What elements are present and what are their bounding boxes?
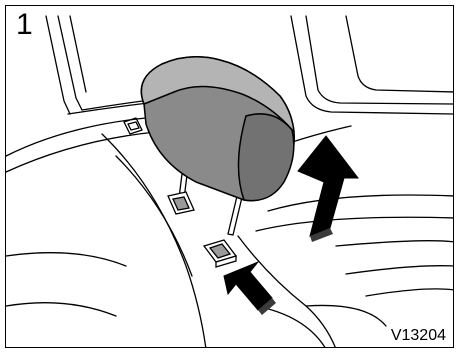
headrest-removal-illustration	[6, 6, 454, 348]
figure-code: V13204	[388, 327, 447, 345]
headrest	[141, 57, 294, 201]
stay-guide-left	[168, 192, 194, 214]
headrest-side-face	[238, 114, 293, 201]
up-arrow-icon	[298, 136, 358, 242]
lock-release-button-icon	[204, 240, 236, 267]
step-number: 1	[15, 10, 36, 42]
diagonal-arrow-icon	[224, 262, 276, 315]
figure-frame: 1 V13204	[5, 5, 454, 348]
